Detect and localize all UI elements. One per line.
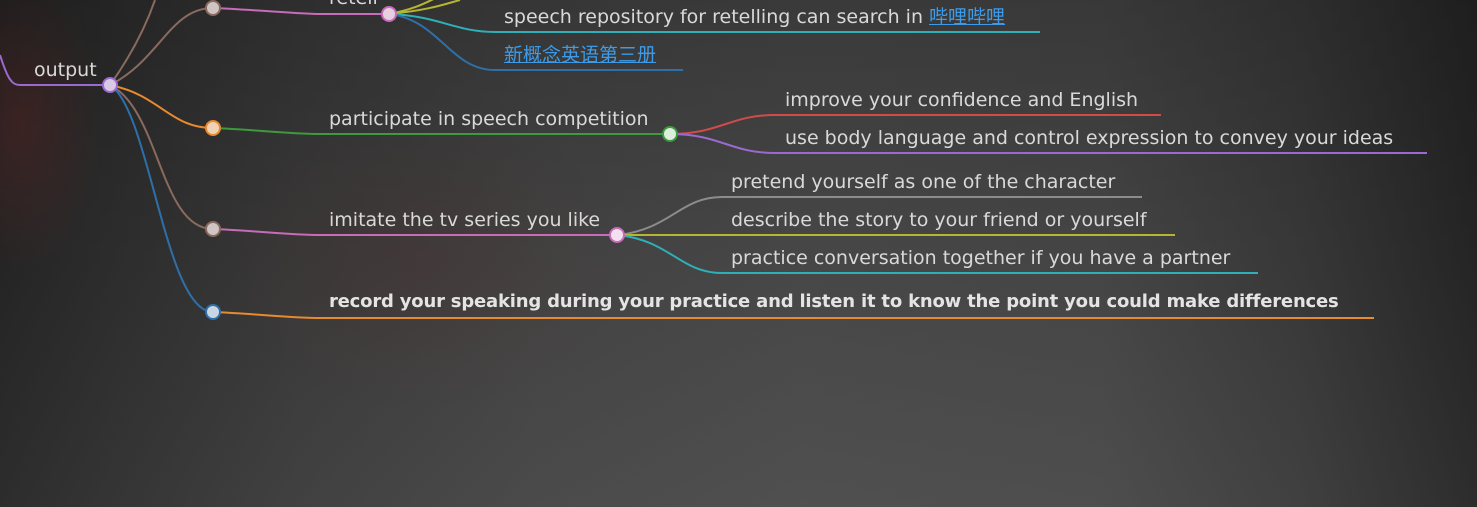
imitate-node[interactable] [609,227,625,243]
retell-node[interactable] [381,6,397,22]
imitate-branch-node[interactable] [205,221,221,237]
node-label-improve-confidence[interactable]: improve your confidence and English [785,89,1139,111]
node-label-output[interactable]: output [34,59,97,81]
node-label-practice-conversation[interactable]: practice conversation together if you ha… [731,247,1231,269]
retell-branch-node[interactable] [205,0,221,16]
edge-imitate-pretend [616,196,1142,236]
edge-branch-record [212,311,1374,319]
edge-output-record-branch [109,84,214,313]
node-label-retell[interactable]: retell [329,0,378,10]
edge-retell-offscreen-2 [388,0,461,15]
bilibili-link[interactable]: 哔哩哔哩 [929,6,1006,28]
edge-retell-new-concept [388,13,683,71]
node-label-new-concept[interactable]: 新概念英语第三册 [504,43,656,67]
edge-output-retell-branch [109,7,214,86]
edge-output-competition-branch [109,84,214,129]
output-node[interactable] [102,77,118,93]
node-label-pretend-character[interactable]: pretend yourself as one of the character [731,171,1116,193]
node-label-imitate-tv[interactable]: imitate the tv series you like [329,209,601,231]
speech-repository-text: speech repository for retelling can sear… [504,6,930,28]
edge-output-offscreen [109,0,156,86]
edge-parent-output [0,54,110,86]
edge-competition-confidence [669,114,1161,135]
node-label-describe-story[interactable]: describe the story to your friend or you… [731,209,1147,231]
node-label-speech-competition[interactable]: participate in speech competition [329,108,649,130]
new-concept-link[interactable]: 新概念英语第三册 [504,44,657,66]
edge-branch-imitate [212,228,617,236]
edge-competition-body-language [669,133,1427,154]
edge-imitate-practice [616,234,1258,274]
edge-output-imitate-branch [109,84,214,230]
node-label-record-speaking[interactable]: record your speaking during your practic… [329,291,1339,312]
edge-branch-competition [212,127,670,135]
competition-branch-node[interactable] [205,120,221,136]
edge-retell-speech-repository [388,13,1040,33]
record-branch-node[interactable] [205,304,221,320]
competition-node[interactable] [662,126,678,142]
node-label-body-language[interactable]: use body language and control expression… [785,127,1394,149]
edge-branch-retell [212,7,389,15]
node-label-speech-repository[interactable]: speech repository for retelling can sear… [504,5,1005,29]
